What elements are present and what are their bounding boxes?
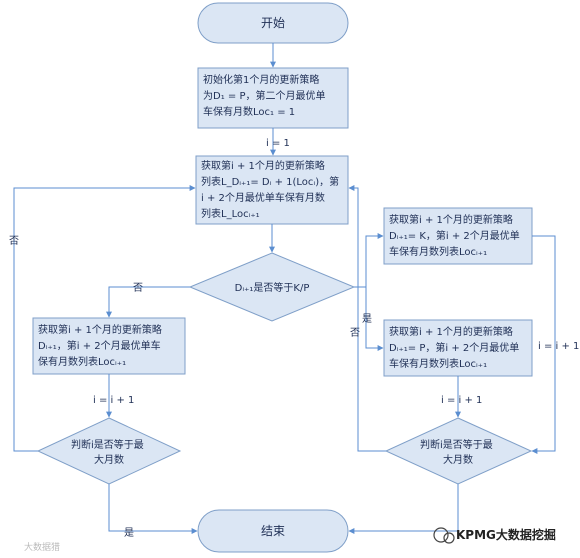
- watermark-faint: 大数据猎: [24, 541, 60, 553]
- label-no-kp: 否: [133, 282, 143, 294]
- right-fetch-k-label: 获取第i + 1个月的更新策略 Dᵢ₊₁= K，第i + 2个月最优单 车保有月…: [389, 213, 523, 258]
- edge-right-yes-end: [348, 484, 459, 534]
- init-label: 初始化第1个月的更新策略 为D₁ = P，第二个月最优单 车保有月数Loc₁ =…: [203, 73, 329, 118]
- watermark-logo-icon: [433, 527, 455, 544]
- label-left-loop-no: 否: [9, 235, 19, 247]
- check-left-label: 判断i是否等于最 大月数: [71, 438, 147, 466]
- edge-decision-no-left: [106, 286, 190, 318]
- label-i-equals-1: i = 1: [266, 138, 290, 149]
- end-label: 结束: [261, 524, 285, 538]
- right-fetch-p-label: 获取第i + 1个月的更新策略 Dᵢ₊₁= P，第i + 2个月最优单 车保有月…: [389, 325, 522, 370]
- label-right-increment: i = i + 1: [441, 395, 482, 406]
- left-fetch-label: 获取第i + 1个月的更新策略 Dᵢ₊₁，第i + 2个月最优单车 保有月数列表…: [38, 323, 165, 368]
- end-terminal: [197, 509, 349, 553]
- decision-kp-label: Dᵢ₊₁是否等于K/P: [235, 281, 310, 294]
- edge-left-yes-end: [108, 484, 198, 534]
- label-yes-end: 是: [124, 527, 134, 539]
- decision-kp-diamond: [188, 252, 356, 322]
- watermark-brand: KPMG大数据挖掘: [456, 527, 556, 542]
- edge-decision-p: [365, 287, 384, 351]
- fetch-main-label: 获取第i + 1个月的更新策略 列表L_Dᵢ₊₁= Dᵢ + 1(Locᵢ)，第…: [201, 159, 342, 220]
- init-process: [197, 67, 349, 129]
- edge-left-loop: [13, 185, 196, 452]
- check-right-diamond: [384, 417, 533, 485]
- label-no-kp-right: 否: [350, 327, 360, 339]
- start-label: 开始: [261, 16, 285, 30]
- right-fetch-p-process: [383, 319, 533, 377]
- label-yes-kp: 是: [362, 313, 372, 325]
- fetch-main-process: [195, 155, 349, 225]
- check-left-diamond: [36, 417, 182, 485]
- edge-right-loop: [348, 185, 386, 452]
- label-right-loop: i = i + 1: [538, 341, 579, 352]
- label-left-increment: i = i + 1: [93, 395, 134, 406]
- edge-rightk-check: [531, 235, 556, 454]
- check-right-label: 判断i是否等于最 大月数: [420, 438, 496, 466]
- edge-decision-k: [365, 233, 384, 287]
